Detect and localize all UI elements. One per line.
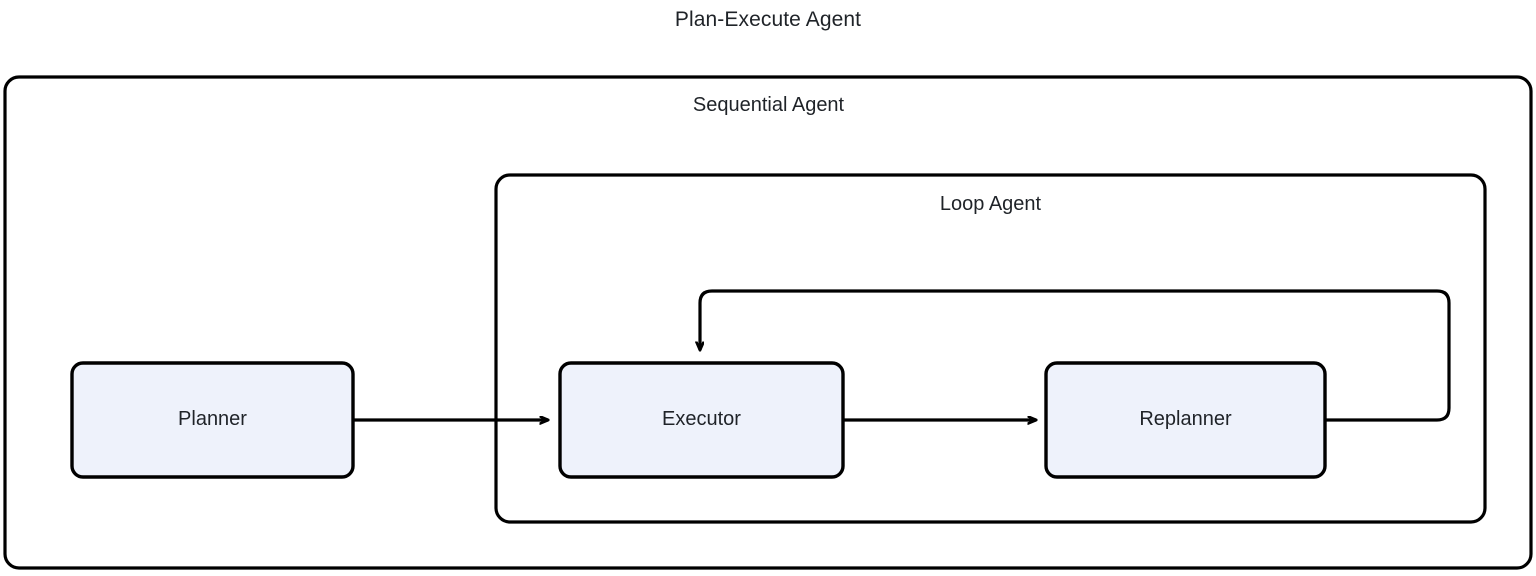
node-box-executor[interactable] xyxy=(558,361,845,479)
node-box-replanner[interactable] xyxy=(1044,361,1327,479)
group-box-sequential-agent xyxy=(3,75,1533,570)
group-box-loop-agent xyxy=(494,173,1487,524)
node-box-planner[interactable] xyxy=(70,361,355,479)
edge-replanner-to-executor xyxy=(700,289,1451,422)
